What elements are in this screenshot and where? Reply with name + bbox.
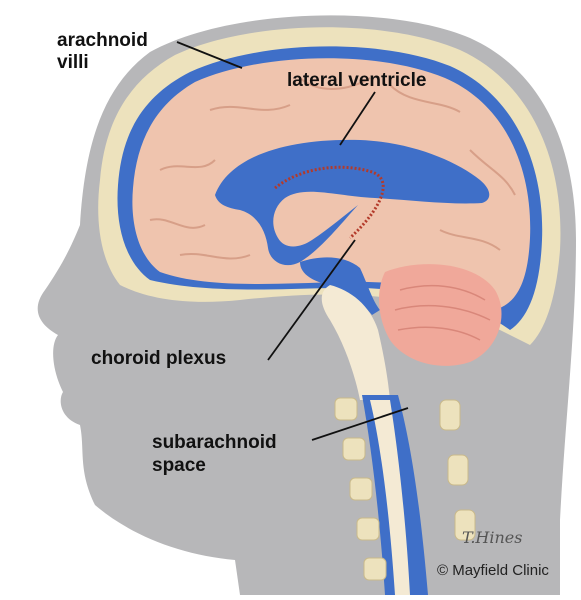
label-space: space	[152, 455, 206, 477]
label-subarachnoid: subarachnoid	[152, 432, 277, 454]
artist-signature: T.Hines	[462, 528, 522, 547]
copyright-credit: © Mayfield Clinic	[437, 562, 549, 579]
label-lateral-ventricle: lateral ventricle	[287, 70, 426, 92]
label-choroid-plexus: choroid plexus	[91, 348, 226, 370]
label-arachnoid: arachnoid	[57, 30, 148, 52]
label-villi: villi	[57, 52, 89, 74]
